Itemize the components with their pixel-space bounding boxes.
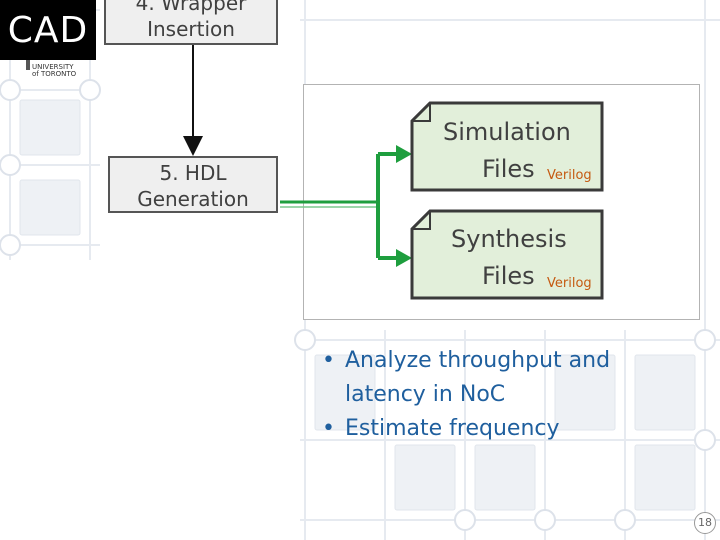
doc-simulation (410, 101, 604, 192)
cad-badge: CAD (0, 0, 96, 60)
bullet-text-line-1: Estimate frequency (345, 416, 560, 441)
crest-icon (26, 60, 30, 70)
step-line-2: Insertion (147, 17, 235, 41)
step-wrapper-insertion: 4. Wrapper Insertion (104, 0, 278, 45)
step-hdl-generation: 5. HDL Generation (108, 156, 278, 213)
arrowhead-synthesis (396, 249, 412, 267)
simulation-files: Files (482, 155, 535, 183)
logo-line-2: of TORONTO (32, 70, 77, 78)
page-number: 18 (694, 512, 716, 534)
synthesis-title: Synthesis (451, 225, 567, 253)
simulation-title: Simulation (443, 118, 571, 146)
synthesis-files: Files (482, 262, 535, 290)
bullet-marker: • (322, 348, 335, 373)
bullet-marker: • (322, 416, 335, 441)
logo-line-1: UNIVERSITY (32, 63, 74, 71)
bullet-text-line-1: Analyze throughput and (345, 348, 611, 373)
bullet-item: • Analyze throughput and latency in NoC (322, 344, 652, 412)
bullet-text-line-2: latency in NoC (345, 382, 506, 407)
branch-arrow (280, 152, 398, 260)
step-line-2: Generation (137, 187, 249, 211)
synthesis-verilog-tag: Verilog (547, 276, 592, 291)
bullet-list: • Analyze throughput and latency in NoC … (322, 344, 652, 446)
arrowhead-simulation (396, 145, 412, 163)
doc-synthesis (410, 209, 604, 300)
bullet-item: • Estimate frequency (322, 412, 652, 446)
university-logo: UNIVERSITY of TORONTO (26, 60, 86, 78)
step-line-1: 5. HDL (159, 161, 227, 185)
step-line-1: 4. Wrapper (135, 0, 247, 15)
simulation-verilog-tag: Verilog (547, 168, 592, 183)
